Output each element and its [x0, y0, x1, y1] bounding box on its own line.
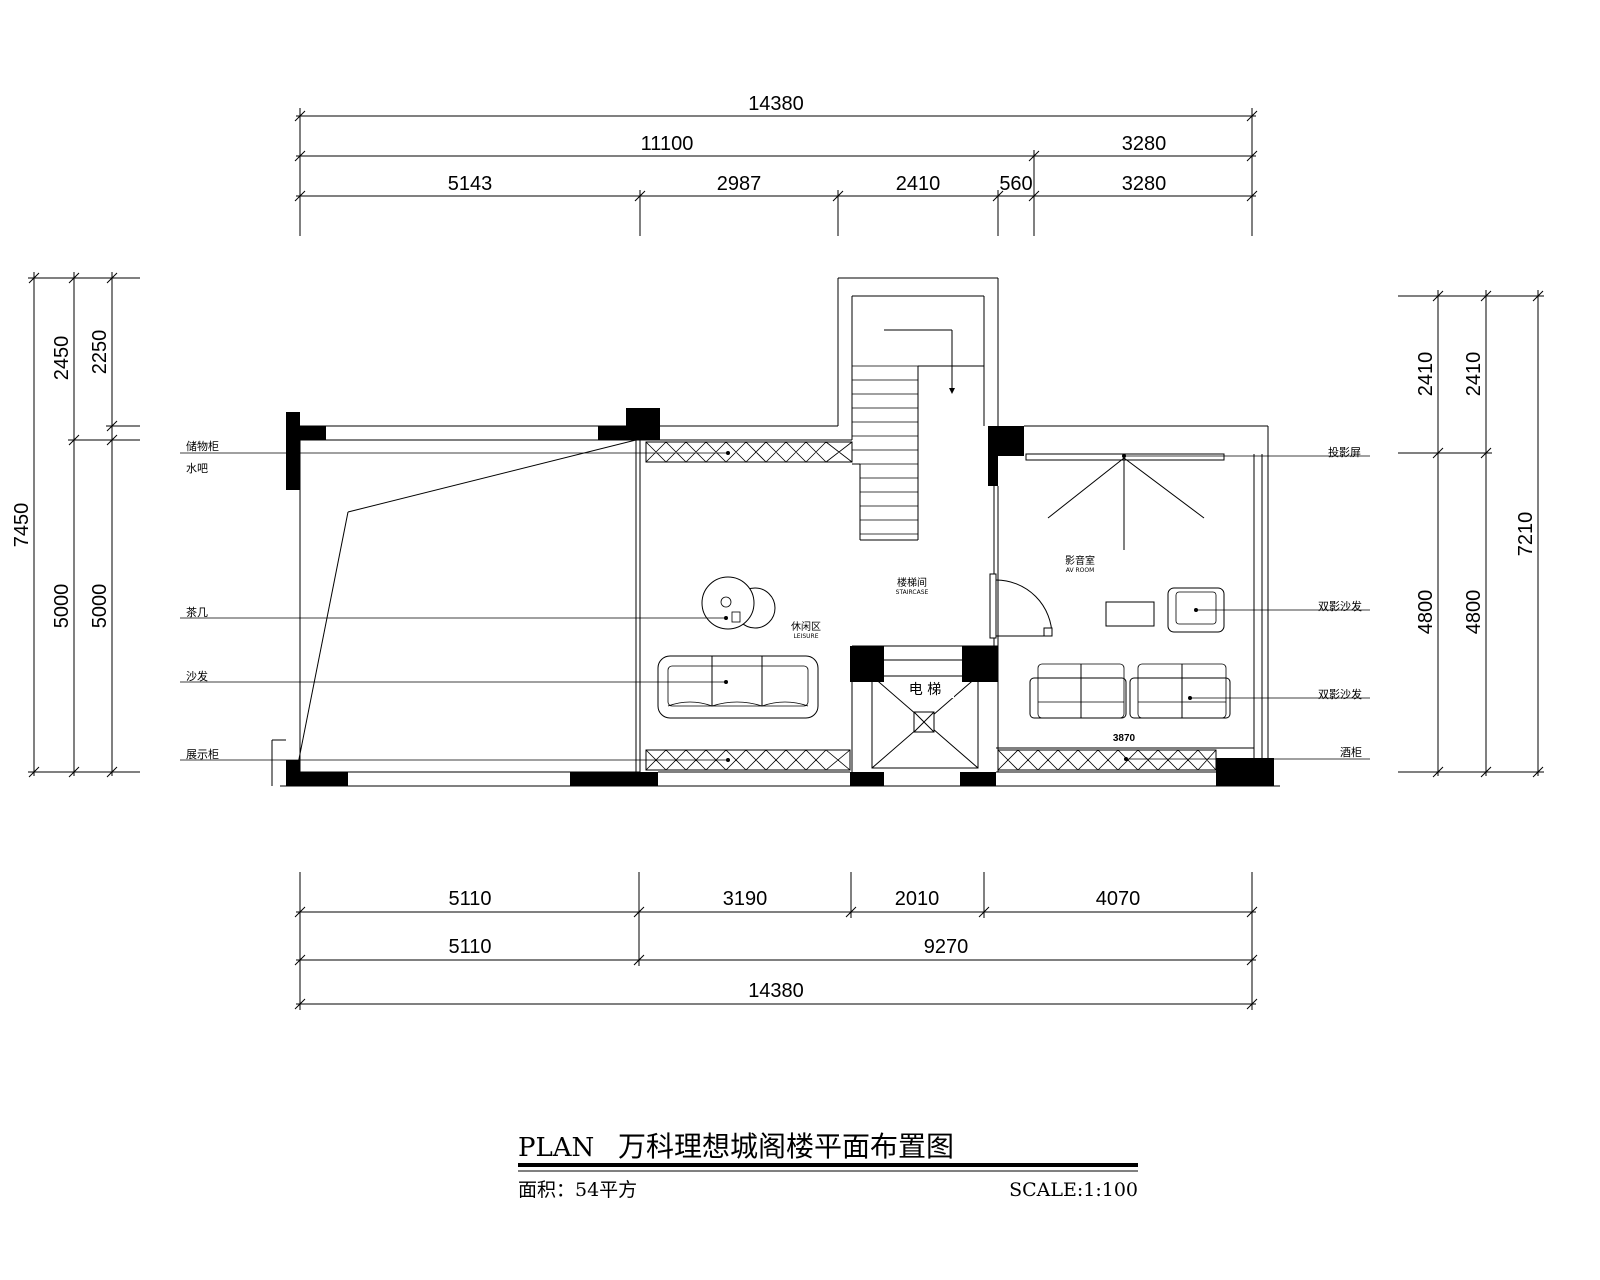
right-callouts: 投影屏 双影沙发 双影沙发 酒柜	[1122, 445, 1370, 761]
dim-top-3280-b: 3280	[1122, 173, 1167, 195]
right-dimensions: 2410 2410 4800 4800 7210	[1398, 290, 1544, 778]
room-labels: 楼梯间 STAIRCASE 休闲区 LEISURE 影音室 AV ROOM	[791, 554, 1095, 640]
dim-bottom-2010: 2010	[895, 888, 940, 910]
dim-top-2410: 2410	[896, 173, 941, 195]
left-dimensions: 7450 2450 2250 5000 5000	[11, 272, 140, 778]
dim-left-5000-a: 5000	[51, 584, 73, 629]
av-coffee-table	[1105, 601, 1155, 627]
callout-projection-screen: 投影屏	[1328, 445, 1361, 459]
dim-right-2410-a: 2410	[1415, 352, 1437, 397]
callout-av-sofa-2: 双影沙发	[1318, 687, 1362, 701]
building-walls	[271, 277, 1280, 787]
callout-tea-table: 茶几	[186, 606, 208, 619]
staircase	[852, 329, 984, 541]
dim-left-7450: 7450	[11, 503, 33, 548]
dim-top-2987: 2987	[717, 173, 762, 195]
callout-sofa: 沙发	[186, 669, 208, 683]
dim-right-2410-b: 2410	[1463, 352, 1485, 397]
room-label-lounge: 休闲区	[791, 620, 821, 633]
top-cabinet	[645, 441, 853, 463]
lounge-sofa	[657, 655, 819, 719]
dim-top-total: 14380	[748, 93, 804, 115]
tea-table	[701, 576, 776, 630]
title-block: PLAN 万科理想城阁楼平面布置图 面积：54平方 SCALE:1:100	[518, 1130, 1138, 1201]
dim-bottom-3190: 3190	[723, 888, 768, 910]
av-sofa-right	[1129, 663, 1231, 719]
area-label: 面积：54平方	[518, 1179, 637, 1201]
elevator: 电 梯	[871, 675, 979, 769]
dim-top-11100: 11100	[641, 133, 694, 155]
room-label-stair-sub: STAIRCASE	[896, 589, 929, 596]
dim-bottom-9270: 9270	[924, 936, 969, 958]
dim-top-3280-a: 3280	[1122, 133, 1167, 155]
callout-storage-cabinet: 储物柜	[186, 439, 219, 453]
room-label-av-sub: AV ROOM	[1066, 567, 1095, 574]
room-label-elevator: 电 梯	[909, 682, 941, 698]
dim-right-4800-b: 4800	[1463, 590, 1485, 635]
callout-water-bar: 水吧	[186, 462, 208, 475]
room-label-stair: 楼梯间	[897, 576, 927, 589]
room-label-lounge-sub: LEISURE	[793, 633, 818, 640]
dim-left-2250: 2250	[89, 330, 111, 375]
dim-right-4800-a: 4800	[1415, 590, 1437, 635]
room-label-av: 影音室	[1065, 554, 1095, 567]
dim-bottom-5110-a: 5110	[448, 888, 491, 910]
dim-left-5000-b: 5000	[89, 584, 111, 629]
scale-label: SCALE:1:100	[1009, 1179, 1138, 1201]
bottom-dimensions: 5110 3190 2010 4070 5110 9270 14380	[294, 872, 1258, 1010]
dim-left-2450: 2450	[51, 336, 73, 381]
dim-inner-3870: 3870	[1113, 733, 1136, 744]
dim-bottom-4070: 4070	[1096, 888, 1141, 910]
dim-top-560: 560	[999, 173, 1032, 195]
dim-bottom-5110-b: 5110	[448, 936, 491, 958]
dim-top-5143: 5143	[448, 173, 493, 195]
top-dimensions: 14380 11100 3280 5143 2987 2410 560 3280	[294, 93, 1258, 236]
door	[989, 573, 1053, 639]
callout-wine-cabinet: 酒柜	[1340, 746, 1362, 759]
projection-screen	[1025, 453, 1225, 550]
callout-av-sofa-1: 双影沙发	[1318, 599, 1362, 613]
title-prefix: PLAN	[518, 1133, 594, 1163]
left-callouts: 储物柜 水吧 茶几 沙发 展示柜	[180, 439, 730, 762]
dim-bottom-total: 14380	[748, 980, 804, 1002]
title-name: 万科理想城阁楼平面布置图	[618, 1130, 954, 1163]
callout-display-cabinet: 展示柜	[186, 748, 219, 761]
bottom-cabinet-right: 3870	[997, 733, 1238, 771]
left-room-lines	[297, 439, 637, 765]
dim-right-7210: 7210	[1515, 512, 1537, 557]
av-sofa-left	[1029, 663, 1127, 719]
